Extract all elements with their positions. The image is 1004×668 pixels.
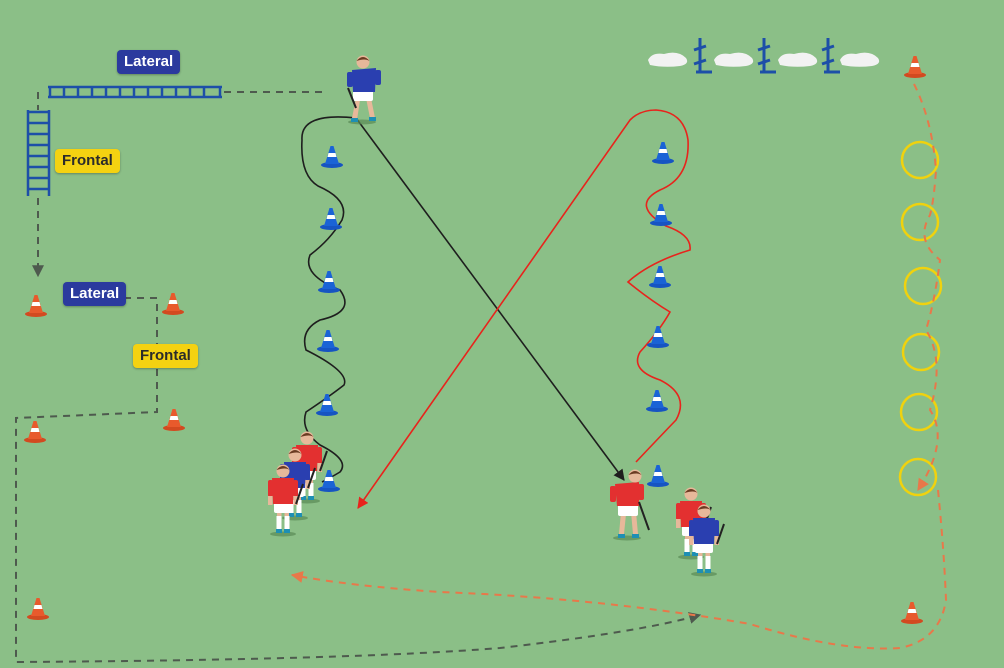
cone-icon [321,146,343,168]
agility-ring-icon [900,140,940,180]
cone-icon [647,326,669,348]
agility-ring-icon [899,392,939,432]
agility-ladder-icon [48,85,222,99]
cone-icon [320,208,342,230]
frontal-label-top: Frontal [55,149,120,173]
lateral-label-top: Lateral [117,50,181,74]
cone-icon [646,390,668,412]
agility-ring-icon [898,457,938,497]
cone-icon [901,602,923,624]
cone-icon [318,271,340,293]
cone-icon [650,204,672,226]
hurdle-icon [648,38,880,74]
cone-icon [27,598,49,620]
player-icon [346,54,382,126]
frontal-label-mid: Frontal [133,344,198,368]
agility-ring-icon [900,202,940,242]
cone-icon [649,266,671,288]
cone-icon [316,394,338,416]
cone-icon [162,293,184,315]
dribble-route-black [301,116,625,483]
dribble-route-red [357,109,691,509]
cone-icon [317,330,339,352]
cone-icon [24,421,46,443]
cone-icon [652,142,674,164]
agility-ladder-icon [26,110,51,196]
cone-icon [163,409,185,431]
recovery-route-path [290,83,948,650]
cone-icon [904,56,926,78]
cone-icon [647,465,669,487]
cone-icon [25,295,47,317]
agility-ring-icon [901,332,941,372]
warmup-route-path [15,91,702,664]
player-icon [609,468,650,542]
agility-ring-icon [903,266,943,306]
lateral-label-mid: Lateral [63,282,127,306]
